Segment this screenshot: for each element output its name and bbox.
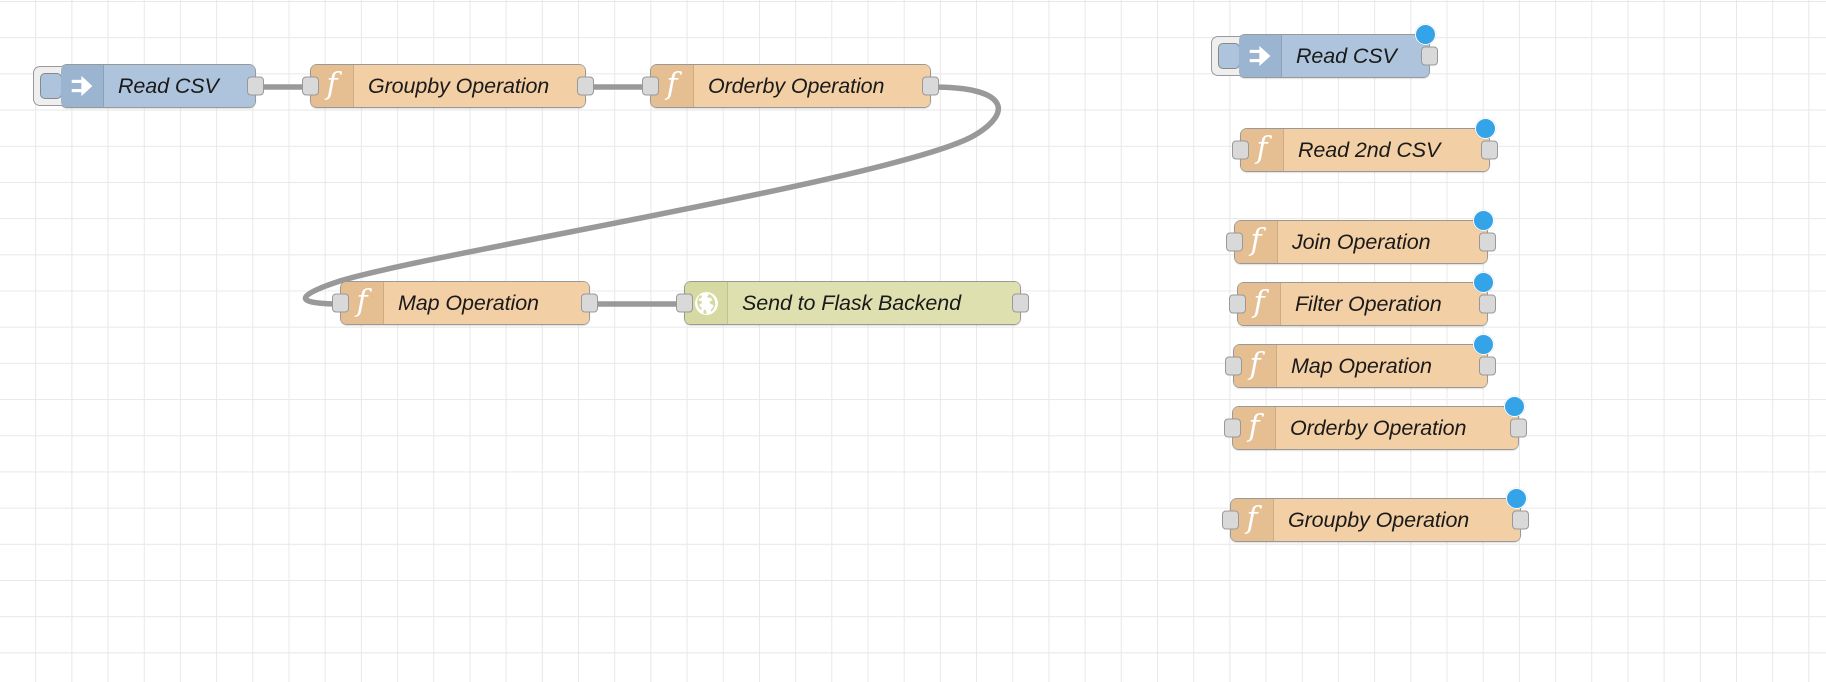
node-label: Join Operation (1292, 229, 1431, 254)
input-port-orderby-operation[interactable] (642, 76, 659, 96)
unsaved-changes-badge-palette-filter-operation (1473, 272, 1494, 293)
node-palette-join-operation[interactable]: f Join Operation (1226, 210, 1496, 264)
node-label: Groupby Operation (368, 73, 550, 98)
input-port-palette-join-operation[interactable] (1226, 232, 1243, 252)
output-port-orderby-operation[interactable] (922, 76, 939, 96)
node-label: Read CSV (118, 73, 219, 98)
output-port-palette-join-operation[interactable] (1479, 232, 1496, 252)
node-orderby-operation[interactable]: f Orderby Operation (642, 64, 939, 108)
input-port-groupby-operation[interactable] (302, 76, 319, 96)
unsaved-changes-badge-palette-join-operation (1473, 210, 1494, 231)
output-port-palette-filter-operation[interactable] (1479, 294, 1496, 314)
node-label: Read 2nd CSV (1298, 137, 1441, 162)
node-label: Orderby Operation (1290, 415, 1467, 440)
node-label: Send to Flask Backend (742, 290, 961, 315)
input-port-palette-orderby-operation[interactable] (1224, 418, 1241, 438)
arrow-right-icon (1239, 35, 1282, 77)
output-port-palette-map-operation[interactable] (1479, 356, 1496, 376)
function-f-icon: f (1253, 285, 1265, 320)
function-f-icon: f (356, 284, 368, 319)
node-palette-groupby-operation[interactable]: f Groupby Operation (1222, 488, 1529, 542)
output-port-palette-read-csv[interactable] (1421, 46, 1438, 66)
node-label: Orderby Operation (708, 73, 885, 98)
inject-button-pad (40, 73, 62, 99)
unsaved-changes-badge-palette-groupby-operation (1506, 488, 1527, 509)
node-label: Filter Operation (1295, 291, 1442, 316)
node-body-palette-groupby-operation: Groupby Operation (1274, 499, 1520, 541)
node-palette-read-2nd-csv[interactable]: f Read 2nd CSV (1232, 118, 1498, 172)
node-body-read-csv: Read CSV (104, 65, 255, 107)
inject-button-pad (1218, 43, 1240, 69)
input-port-map-operation[interactable] (332, 293, 349, 313)
node-palette-filter-operation[interactable]: f Filter Operation (1229, 272, 1496, 326)
output-port-palette-read-2nd-csv[interactable] (1481, 140, 1498, 160)
input-port-send-to-flask-backend[interactable] (676, 293, 693, 313)
function-f-icon: f (1256, 131, 1268, 166)
arrow-right-icon (61, 65, 104, 107)
node-label: Groupby Operation (1288, 507, 1470, 532)
unsaved-changes-badge-palette-orderby-operation (1504, 396, 1525, 417)
node-label: Map Operation (1291, 353, 1432, 378)
node-send-to-flask-backend[interactable]: Send to Flask Backend (676, 281, 1029, 325)
node-body-palette-read-csv: Read CSV (1282, 35, 1429, 77)
node-groupby-operation[interactable]: f Groupby Operation (302, 64, 594, 108)
node-body-palette-orderby-operation: Orderby Operation (1276, 407, 1518, 449)
node-body-palette-join-operation: Join Operation (1278, 221, 1487, 263)
node-palette-orderby-operation[interactable]: f Orderby Operation (1224, 396, 1527, 450)
output-port-palette-groupby-operation[interactable] (1512, 510, 1529, 530)
output-port-read-csv[interactable] (247, 76, 264, 96)
input-port-palette-map-operation[interactable] (1225, 356, 1242, 376)
function-f-icon: f (666, 67, 678, 102)
node-body-palette-read-2nd-csv: Read 2nd CSV (1284, 129, 1489, 171)
node-label: Map Operation (398, 290, 539, 315)
unsaved-changes-badge-palette-map-operation (1473, 334, 1494, 355)
function-f-icon: f (1246, 501, 1258, 536)
output-port-groupby-operation[interactable] (577, 76, 594, 96)
output-port-palette-orderby-operation[interactable] (1510, 418, 1527, 438)
node-palette-map-operation[interactable]: f Map Operation (1225, 334, 1496, 388)
output-port-map-operation[interactable] (581, 293, 598, 313)
input-port-palette-read-2nd-csv[interactable] (1232, 140, 1249, 160)
node-body-map-operation: Map Operation (384, 282, 589, 324)
node-body-groupby-operation: Groupby Operation (354, 65, 585, 107)
function-f-icon: f (1249, 347, 1261, 382)
function-f-icon: f (326, 67, 338, 102)
unsaved-changes-badge-palette-read-csv (1415, 24, 1436, 45)
function-f-icon: f (1248, 409, 1260, 444)
node-body-palette-filter-operation: Filter Operation (1281, 283, 1487, 325)
function-f-icon: f (1250, 223, 1262, 258)
input-port-palette-filter-operation[interactable] (1229, 294, 1246, 314)
output-port-send-to-flask-backend[interactable] (1012, 293, 1029, 313)
node-body-palette-map-operation: Map Operation (1277, 345, 1487, 387)
input-port-palette-groupby-operation[interactable] (1222, 510, 1239, 530)
node-label: Read CSV (1296, 43, 1397, 68)
node-palette-read-csv[interactable]: Read CSV (1211, 24, 1438, 78)
node-body-orderby-operation: Orderby Operation (694, 65, 930, 107)
node-read-csv[interactable]: Read CSV (33, 64, 264, 108)
node-body-send-to-flask-backend: Send to Flask Backend (728, 282, 1020, 324)
unsaved-changes-badge-palette-read-2nd-csv (1475, 118, 1496, 139)
node-map-operation[interactable]: f Map Operation (332, 281, 598, 325)
